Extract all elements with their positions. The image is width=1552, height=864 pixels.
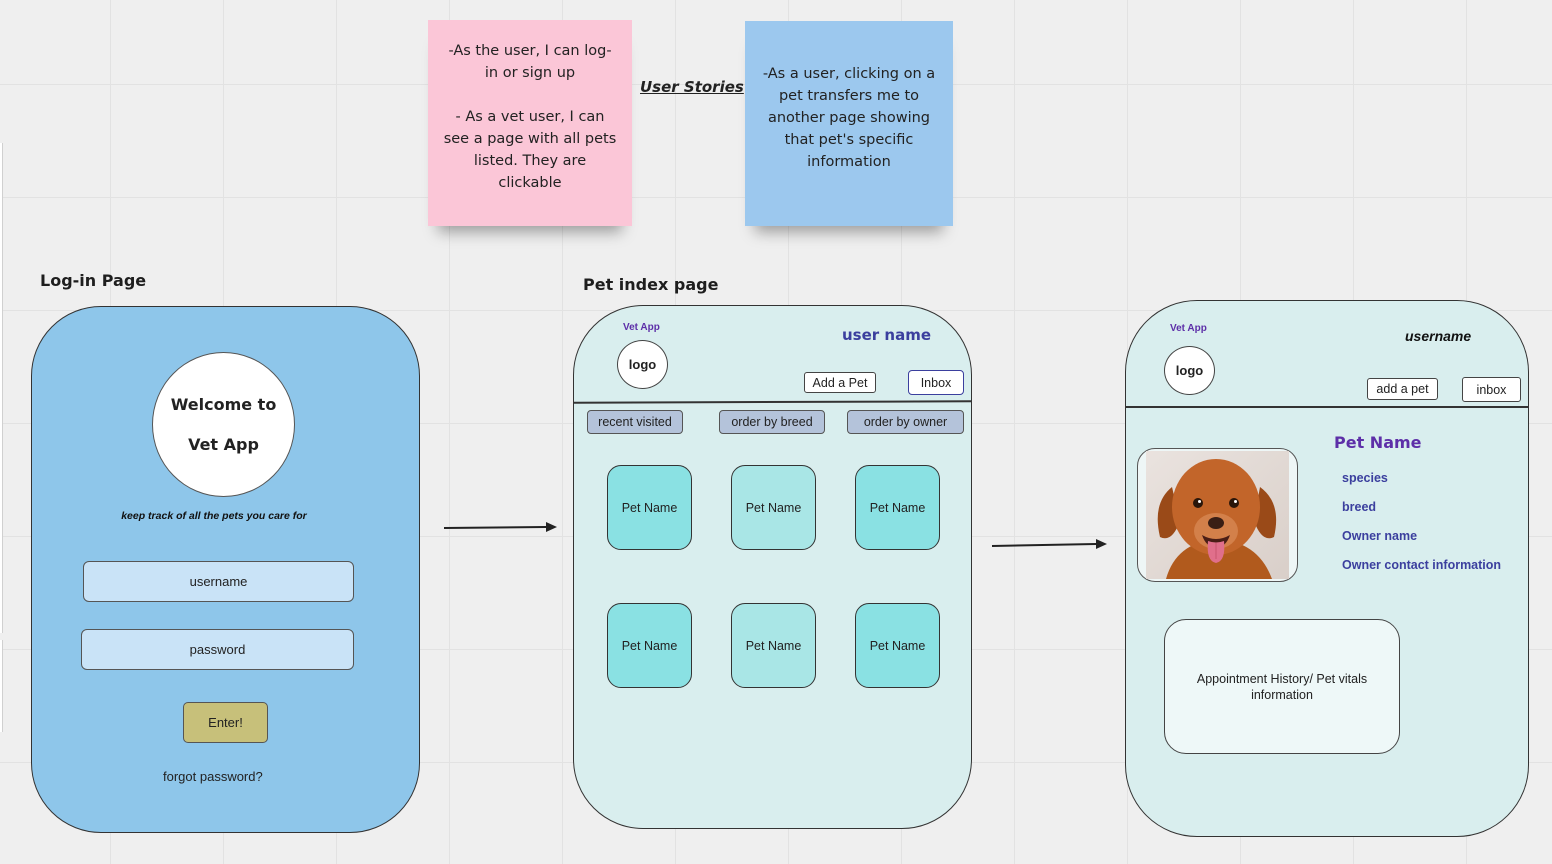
breed-label: breed xyxy=(1342,500,1377,514)
filter-order-by-breed[interactable]: order by breed xyxy=(719,410,825,434)
detail-logo[interactable]: logo xyxy=(1164,346,1215,395)
index-section-title: Pet index page xyxy=(583,275,719,294)
user-stories-label: User Stories xyxy=(640,78,744,96)
detail-username: username xyxy=(1405,328,1472,344)
pet-card[interactable]: Pet Name xyxy=(855,465,940,550)
detail-header-divider xyxy=(1126,406,1528,408)
pet-card[interactable]: Pet Name xyxy=(731,603,816,688)
owner-name-label: Owner name xyxy=(1342,529,1418,543)
welcome-circle: Welcome to Vet App xyxy=(152,352,295,497)
pet-card[interactable]: Pet Name xyxy=(607,465,692,550)
left-edge-panel xyxy=(0,143,3,633)
detail-brand: Vet App xyxy=(1170,323,1207,334)
pet-card[interactable]: Pet Name xyxy=(731,465,816,550)
index-user-name: user name xyxy=(842,326,932,344)
filter-recent-visited[interactable]: recent visited xyxy=(587,410,683,434)
sticky-note-login-story[interactable]: -As the user, I can log-in or sign up - … xyxy=(428,20,632,226)
welcome-line-2: Vet App xyxy=(188,434,259,454)
password-input[interactable]: password xyxy=(81,629,354,670)
login-section-title: Log-in Page xyxy=(40,271,147,290)
inbox-button[interactable]: Inbox xyxy=(908,370,964,395)
arrow-login-to-index-icon xyxy=(443,522,557,532)
left-edge-panel-lower xyxy=(0,640,3,732)
pet-name-title: Pet Name xyxy=(1334,433,1422,452)
index-brand: Vet App xyxy=(623,322,660,333)
sticky-note-navigation-story[interactable]: -As a user, clicking on a pet transfers … xyxy=(745,21,953,226)
arrow-index-to-detail-icon xyxy=(991,539,1107,549)
dog-photo-icon xyxy=(1146,451,1289,579)
pet-index-frame xyxy=(573,305,972,829)
login-tagline: keep track of all the pets you care for xyxy=(121,510,307,522)
index-logo[interactable]: logo xyxy=(617,340,668,389)
username-input[interactable]: username xyxy=(83,561,354,602)
add-pet-button[interactable]: Add a Pet xyxy=(804,372,876,393)
species-label: species xyxy=(1342,471,1388,485)
welcome-line-1: Welcome to xyxy=(170,394,277,414)
pet-card[interactable]: Pet Name xyxy=(855,603,940,688)
appointment-history-box[interactable]: Appointment History/ Pet vitals informat… xyxy=(1164,619,1400,754)
filter-order-by-owner[interactable]: order by owner xyxy=(847,410,964,434)
forgot-password-link[interactable]: forgot password? xyxy=(163,769,263,784)
owner-contact-label: Owner contact information xyxy=(1342,558,1502,572)
pet-card[interactable]: Pet Name xyxy=(607,603,692,688)
add-pet-button[interactable]: add a pet xyxy=(1367,378,1438,400)
enter-button[interactable]: Enter! xyxy=(183,702,268,743)
pet-photo-frame xyxy=(1137,448,1298,582)
inbox-button[interactable]: inbox xyxy=(1462,377,1521,402)
